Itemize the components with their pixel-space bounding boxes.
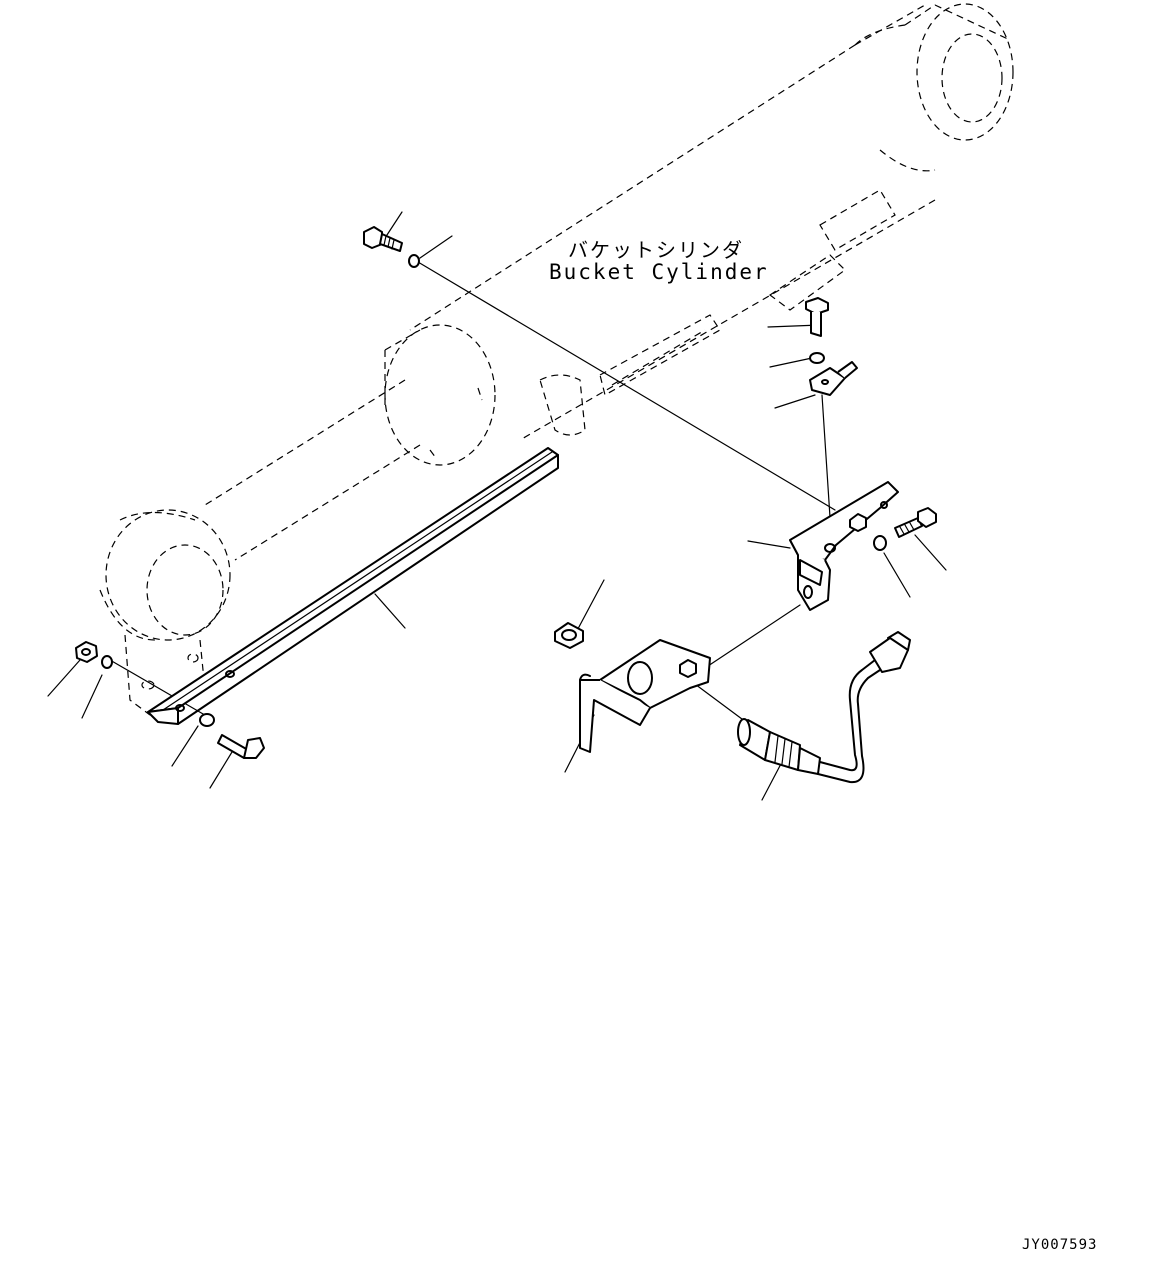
- upper-bolt: [363, 226, 420, 268]
- clip-fasteners: [805, 297, 858, 396]
- component-label-japanese: バケットシリンダ: [568, 238, 744, 262]
- callout-leaders: [47, 211, 947, 801]
- drawing-number: JY007593: [1022, 1237, 1098, 1253]
- bucket-cylinder: [99, 3, 1014, 716]
- angle-guard: [147, 447, 559, 725]
- assembly-lines: [109, 261, 836, 726]
- sensor-mount-plate: [554, 622, 711, 753]
- bracket-bolt: [873, 507, 937, 551]
- sensor-bracket: [789, 481, 899, 611]
- proximity-sensor: [737, 631, 911, 784]
- component-label-english: Bucket Cylinder: [549, 260, 769, 284]
- rod-end-fasteners: [75, 641, 265, 759]
